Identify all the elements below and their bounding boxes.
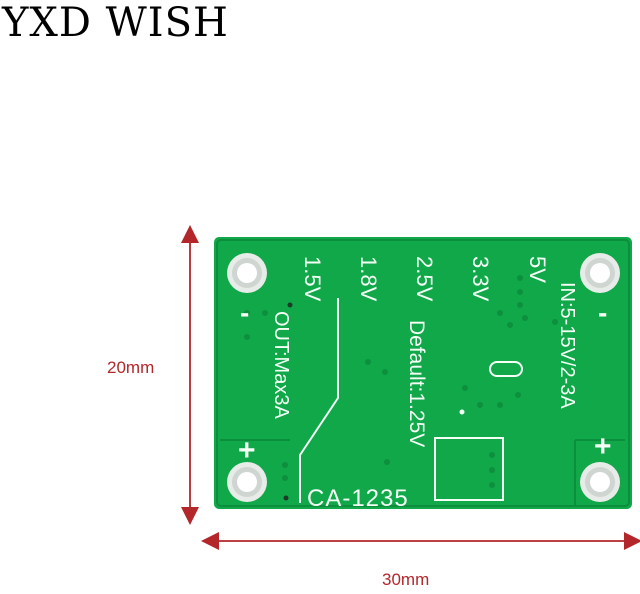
voltage-label-2-5v: 2.5V — [412, 256, 437, 302]
plus-symbol-left: + — [238, 434, 256, 467]
mounting-hole — [580, 253, 620, 293]
trace — [299, 298, 339, 503]
minus-symbol-left: - — [240, 297, 249, 328]
width-dimension-label: 30mm — [382, 570, 430, 589]
voltage-label-3-3v: 3.3V — [468, 256, 493, 302]
inductor-outline — [434, 437, 504, 501]
via-group — [244, 275, 558, 488]
pcb-board — [214, 237, 632, 509]
brand-logo-text: YXD WISH — [2, 0, 229, 46]
voltage-label-5v: 5V — [525, 256, 550, 283]
minus-symbol-right: - — [598, 297, 607, 328]
default-voltage-label: Default:1.25V — [405, 320, 428, 447]
voltage-label-1-5v: 1.5V — [300, 256, 325, 302]
input-rating-label: IN:5-15V/2-3A — [556, 282, 578, 409]
height-dimension-label: 20mm — [107, 358, 155, 377]
mounting-hole — [227, 253, 267, 293]
model-label: CA-1235 — [307, 485, 409, 512]
pad-oval — [489, 361, 523, 377]
mounting-hole — [580, 462, 620, 502]
output-rating-label: OUT:Max3A — [270, 311, 292, 419]
voltage-label-1-8v: 1.8V — [356, 256, 381, 302]
trace — [220, 439, 625, 505]
plus-symbol-right: + — [594, 430, 612, 463]
mounting-hole — [227, 462, 267, 502]
